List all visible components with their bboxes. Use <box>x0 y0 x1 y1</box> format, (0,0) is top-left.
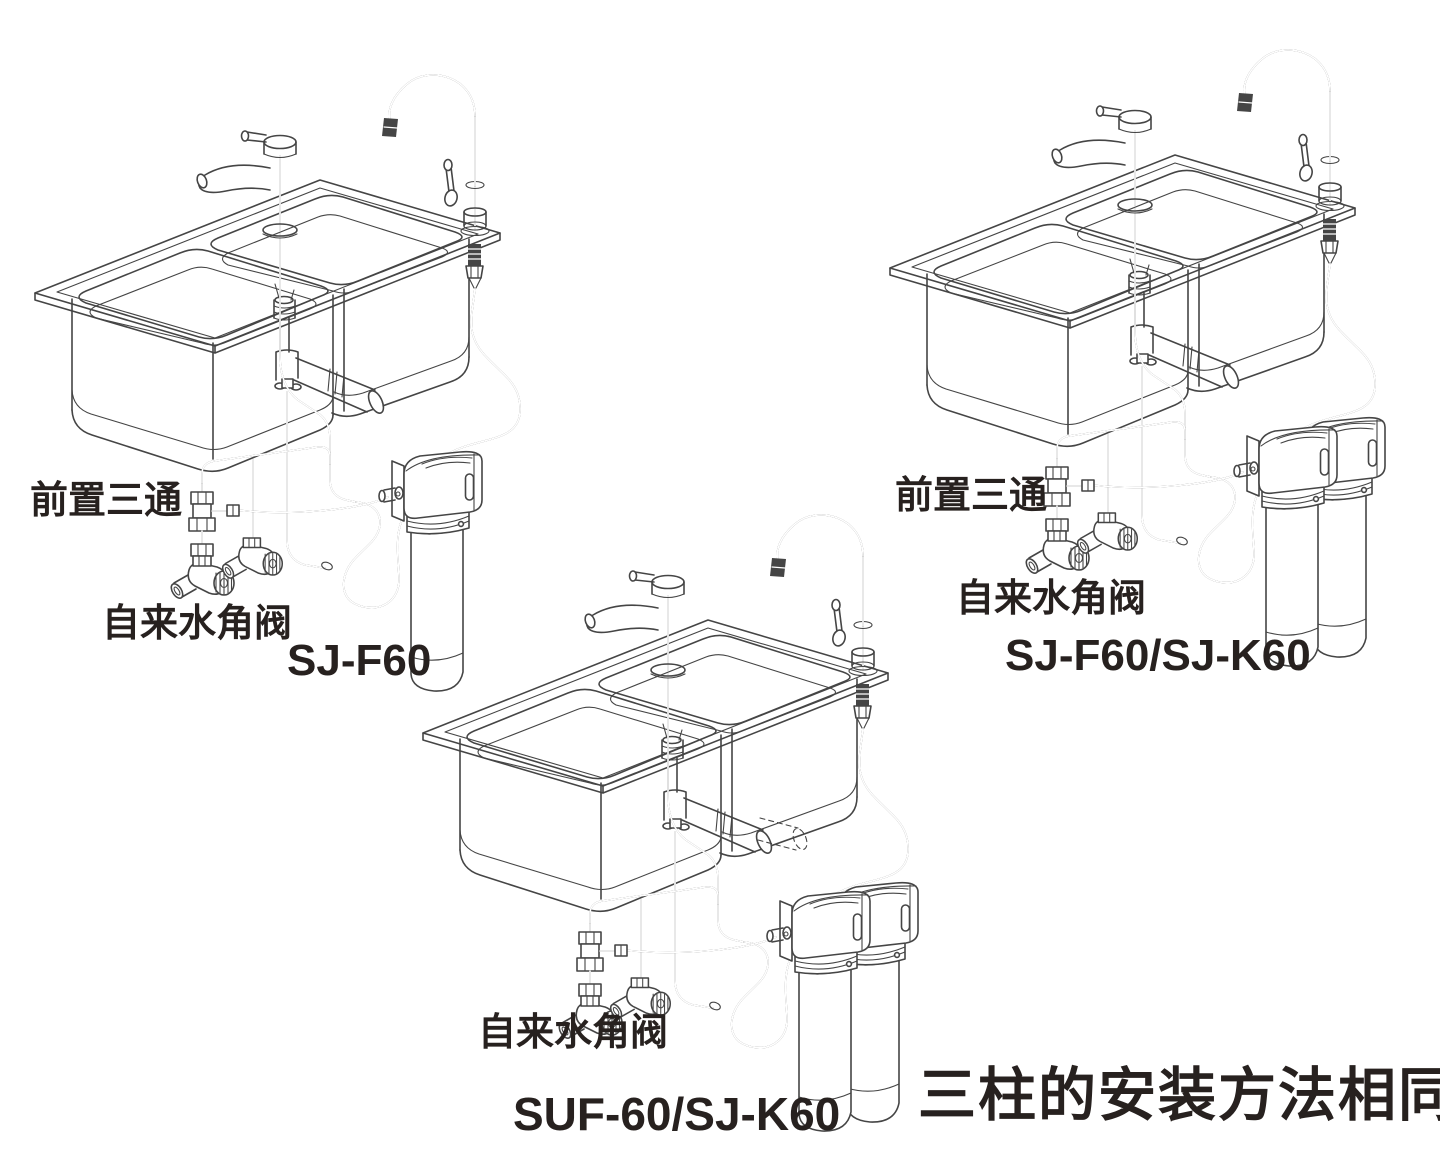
caption-note: 三柱的安装方法相同 <box>918 1063 1440 1128</box>
label-tee-2: 前置三通 <box>895 475 1047 517</box>
label-model-3: SUF-60/SJ-K60 <box>513 1088 840 1140</box>
label-model-2: SJ-F60/SJ-K60 <box>1005 631 1311 680</box>
diagram-single-cartridge <box>35 75 520 691</box>
label-valve-3: 自来水角阀 <box>478 1012 668 1054</box>
label-valve-2: 自来水角阀 <box>956 578 1146 620</box>
label-tee-1: 前置三通 <box>30 480 182 522</box>
label-model-1: SJ-F60 <box>287 636 431 685</box>
filter-unit-dual <box>1234 418 1385 666</box>
dashed-waste-arm-extension <box>757 817 808 851</box>
label-valve-1: 自来水角阀 <box>102 603 292 645</box>
diagram-dual-cartridge <box>890 50 1385 666</box>
diagram-dual-cartridge-alt <box>423 515 918 1131</box>
